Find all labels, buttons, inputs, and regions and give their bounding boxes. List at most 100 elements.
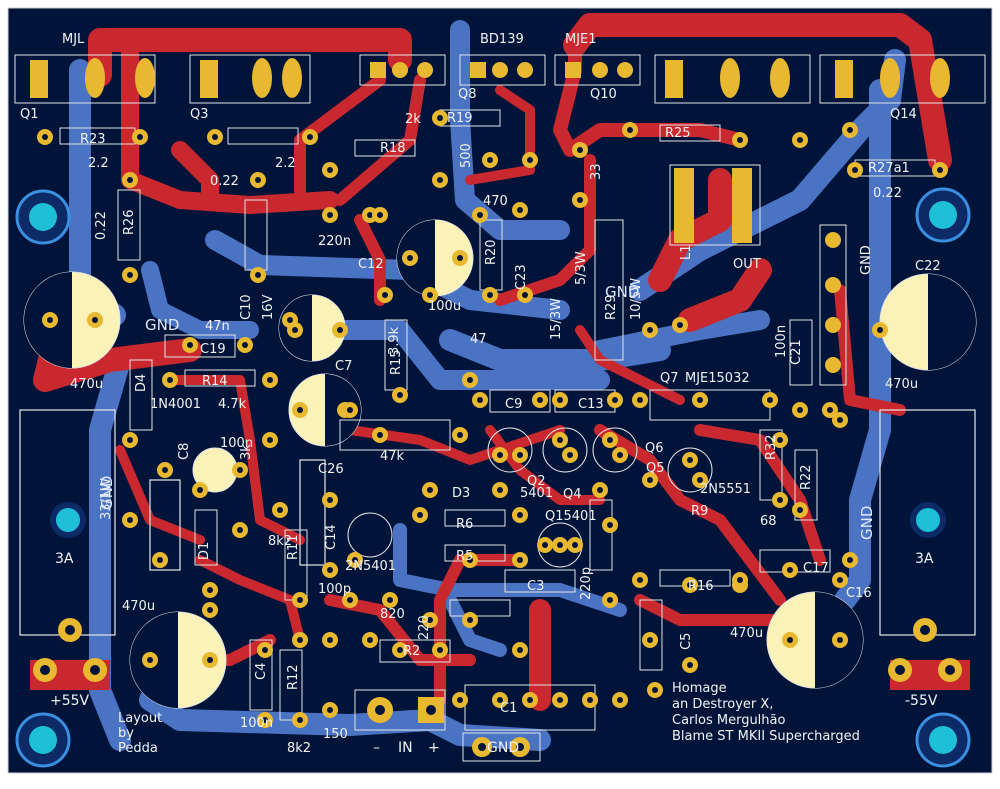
component-value-label: 500 <box>459 143 474 168</box>
pad-hole <box>467 617 473 623</box>
component-ref-label: MJE15032 <box>685 371 750 386</box>
pad-hole <box>557 397 563 403</box>
component-value-label: 2N5401 <box>345 559 396 574</box>
pad-hole <box>517 452 523 458</box>
cap-c16 <box>766 591 864 689</box>
pad-hole <box>587 697 593 703</box>
pad-hole <box>397 647 403 653</box>
pad-hole <box>287 317 293 323</box>
pad-hole <box>197 487 203 493</box>
component-ref-label: C23 <box>514 264 529 290</box>
mounting-hole-bottom-left <box>15 712 71 768</box>
component-ref-label: Q5 <box>646 461 665 476</box>
component-ref-label: L1 <box>679 244 694 260</box>
pad-hole <box>367 212 373 218</box>
pad-hole <box>207 607 213 613</box>
pad-hole <box>607 597 613 603</box>
gnd-label: GND <box>858 506 876 540</box>
electrolytic-capacitors <box>23 219 977 709</box>
pad-hole <box>777 497 783 503</box>
component-value-label: 68 <box>760 514 777 529</box>
component-ref-label: Q6 <box>645 441 664 456</box>
pad-hole <box>427 487 433 493</box>
pad-hole <box>307 134 313 140</box>
pad-hole <box>387 597 393 603</box>
pad-hole <box>437 115 443 121</box>
pad-hole <box>267 377 273 383</box>
component-value-label: 150 <box>323 727 348 742</box>
pad-hole <box>577 197 583 203</box>
component-ref-label: C17 <box>803 561 829 576</box>
component-ref-label: Q3 <box>190 107 209 122</box>
pad-hole <box>487 292 493 298</box>
component-value-label: 47n <box>205 319 230 334</box>
pad-hole <box>607 437 613 443</box>
component-ref-label: R9 <box>691 504 708 519</box>
pad-hole <box>157 557 163 563</box>
pad-hole <box>262 647 268 653</box>
component-ref-label: BD139 <box>480 32 524 47</box>
component-ref-label: D3 <box>452 486 470 501</box>
pad-hole <box>297 597 303 603</box>
pad-hole <box>255 272 261 278</box>
component-value-label: 470u <box>730 626 763 641</box>
pad-hole <box>427 292 433 298</box>
component-value-label: 15/3W <box>549 298 564 340</box>
pad-hole <box>617 452 623 458</box>
cap-470u-left <box>23 271 121 369</box>
pad-hole <box>347 407 353 413</box>
pad-hole <box>207 657 213 663</box>
component-value-label: 10/5W <box>629 278 644 320</box>
transistor-q5 <box>667 447 713 493</box>
pad-hole <box>612 397 618 403</box>
pad-hole <box>277 507 283 513</box>
pad-hole <box>517 557 523 563</box>
pad-hole <box>457 432 463 438</box>
pad-hole <box>467 377 473 383</box>
pad-hole <box>417 512 423 518</box>
out-label: OUT <box>733 257 761 272</box>
component-value-label: 470 <box>483 194 508 209</box>
component-ref-label: C14 <box>324 524 339 550</box>
pad-hole <box>522 292 528 298</box>
pad-hole <box>737 137 743 143</box>
gnd-label: GND <box>145 316 179 334</box>
component-value-label: 2.2 <box>88 156 109 171</box>
component-value-label: 100u <box>428 299 461 314</box>
component-ref-label: C12 <box>358 257 384 272</box>
transistor-q11 <box>347 512 393 558</box>
pad-hole <box>637 577 643 583</box>
pad-hole <box>212 134 218 140</box>
mounting-holes <box>15 187 971 768</box>
pads <box>37 110 948 728</box>
pad-hole <box>697 477 703 483</box>
title-line: Blame ST MKII Supercharged <box>672 729 860 744</box>
component-value-label: 0.22 <box>94 211 109 240</box>
pad-hole <box>677 322 683 328</box>
pad-hole <box>557 542 563 548</box>
component-ref-label: R14 <box>202 374 228 389</box>
pad-hole <box>852 167 858 173</box>
pad-hole <box>477 212 483 218</box>
pad-hole <box>42 134 48 140</box>
pad-hole <box>557 697 563 703</box>
component-ref-label: C22 <box>915 259 941 274</box>
component-value-label: 0.22 <box>210 174 239 189</box>
pad-hole <box>597 487 603 493</box>
pad-hole <box>847 127 853 133</box>
pad-hole <box>797 407 803 413</box>
pad-hole <box>517 512 523 518</box>
pad-hole <box>577 147 583 153</box>
component-ref-label: R15 <box>389 349 404 375</box>
pad-hole <box>397 392 403 398</box>
pad-hole <box>47 317 53 323</box>
pad-hole <box>127 272 133 278</box>
pad-hole <box>427 617 433 623</box>
component-ref-label: D1 <box>197 542 212 560</box>
pad-hole <box>407 255 413 261</box>
component-ref-label: R5 <box>456 549 473 564</box>
pad-hole <box>297 407 303 413</box>
pad-hole <box>477 397 483 403</box>
